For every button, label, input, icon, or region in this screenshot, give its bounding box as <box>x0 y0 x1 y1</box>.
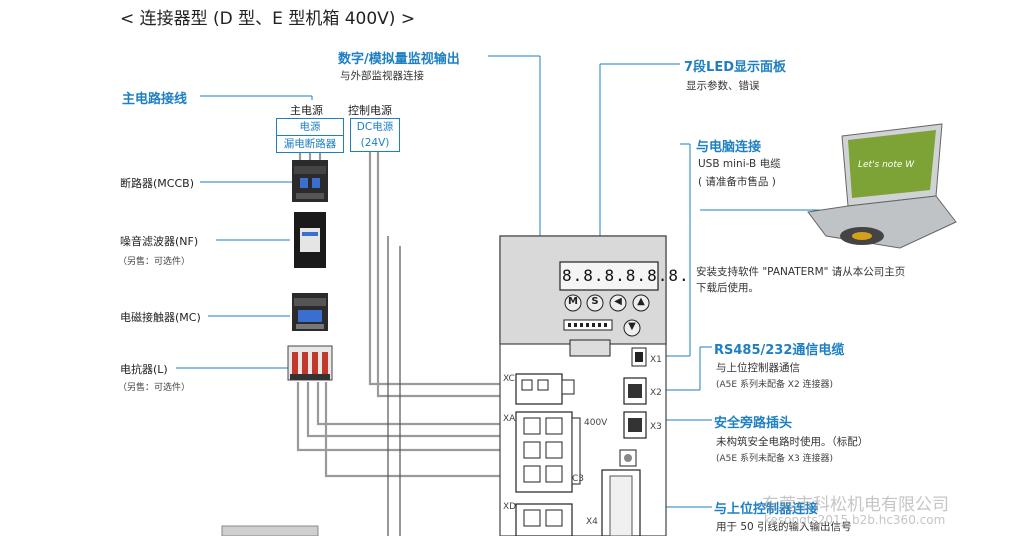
led-panel-heading: 7段LED显示面板 <box>684 60 787 75</box>
dc-box-line1: DC电源 <box>356 121 394 133</box>
reactor-note: （另售：可选件） <box>118 383 191 393</box>
key-down[interactable]: ▼ <box>628 321 636 332</box>
rs485-sub2: (A5E 系列未配备 X2 连接器) <box>716 380 834 390</box>
magnetic-contactor-device <box>292 293 328 331</box>
led-display-digits: 8.8.8.8.8.8. <box>562 266 690 285</box>
servo-driver <box>499 235 667 536</box>
voltage-400v-label: 400V <box>584 418 608 428</box>
bottom-panel-fragment <box>221 525 319 536</box>
control-power-label: 控制电源 <box>348 104 392 117</box>
mccb-label: 断路器(MCCB) <box>120 177 194 190</box>
rs485-sub1: 与上位控制器通信 <box>716 362 800 374</box>
rs485-heading: RS485/232通信电缆 <box>714 343 845 358</box>
pc-software-line2: 下载后使用。 <box>696 282 759 294</box>
monitor-heading: 数字/模拟量监视输出 <box>338 52 460 67</box>
host-sub1: 用于 50 引线的输入输出信号 <box>716 521 852 533</box>
dc-box-line2: (24V) <box>360 137 390 149</box>
laptop-brand-text: Let's note W <box>858 160 915 170</box>
x4-label: X4 <box>586 517 598 527</box>
xc-label: XC <box>503 374 515 384</box>
main-circuit-heading: 主电路接线 <box>122 92 188 107</box>
reactor-label: 电抗器(L) <box>120 363 168 376</box>
nf-label: 噪音滤波器(NF) <box>120 235 199 248</box>
monitor-sub: 与外部监视器连接 <box>340 70 424 82</box>
key-s[interactable]: S <box>591 296 599 307</box>
noise-filter-device <box>294 212 326 268</box>
c3-label: C3 <box>572 474 585 484</box>
pc-sub1: USB mini-B 电缆 <box>698 158 781 170</box>
power-breaker-box: 电源 漏电断路器 <box>276 118 344 153</box>
mccb-device <box>292 160 328 202</box>
safety-sub2: (A5E 系列未配备 X3 连接器) <box>716 454 834 464</box>
key-left[interactable]: ◀ <box>614 296 622 307</box>
main-power-label: 主电源 <box>290 104 323 117</box>
pc-software-line1: 安装支持软件 "PANATERM" 请从本公司主页 <box>696 266 906 278</box>
page-title: < 连接器型 (D 型、E 型机箱 400V) > <box>120 9 416 29</box>
pc-sub2: ( 请准备市售品 ) <box>698 176 776 188</box>
power-box-line2: 漏电断路器 <box>277 135 343 152</box>
nf-note: （另售：可选件） <box>118 257 191 267</box>
laptop-illustration <box>807 123 957 249</box>
key-up[interactable]: ▲ <box>637 296 645 307</box>
mc-label: 电磁接触器(MC) <box>120 311 201 324</box>
x3-label: X3 <box>650 422 662 432</box>
power-box-line1: 电源 <box>299 121 321 133</box>
watermark-url: kesongts2015.b2b.hc360.com <box>764 513 946 527</box>
xd-label: XD <box>503 502 517 512</box>
led-panel-sub: 显示参数、错误 <box>686 80 760 92</box>
host-heading: 与上位控制器连接 <box>714 502 819 517</box>
x2-label: X2 <box>650 388 662 398</box>
watermark-company: 东莞市科松机电有限公司 <box>762 495 949 515</box>
xa-label: XA <box>503 414 516 424</box>
safety-sub1: 未构筑安全电路时使用。（标配） <box>716 436 869 448</box>
reactor-device <box>287 345 333 381</box>
safety-heading: 安全旁路插头 <box>714 416 793 431</box>
key-m[interactable]: M <box>568 296 578 307</box>
pc-heading: 与电脑连接 <box>696 140 762 155</box>
x1-label: X1 <box>650 355 662 365</box>
dc-power-box: DC电源 (24V) <box>350 118 400 152</box>
